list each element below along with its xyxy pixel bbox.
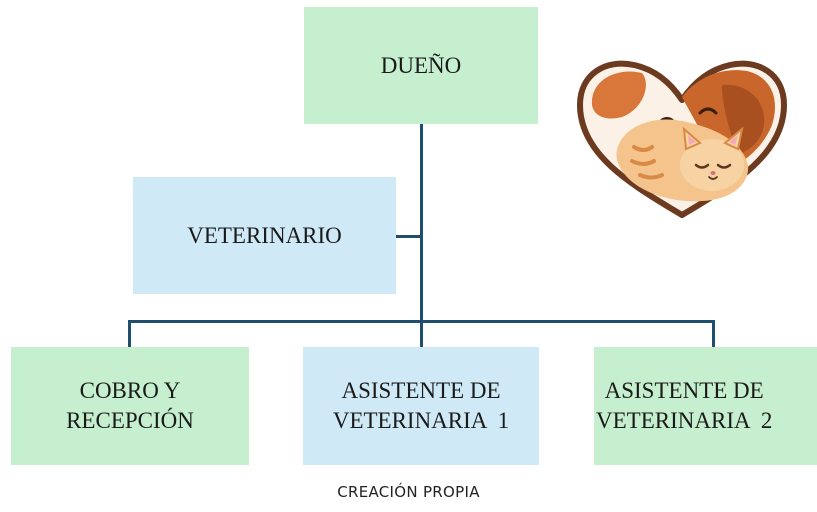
- connector-drop-cobro: [128, 320, 131, 347]
- asistente-2-box: ASISTENTE DE VETERINARIA 2: [594, 347, 817, 465]
- asistente-2-label-line1: ASISTENTE DE: [604, 378, 764, 403]
- owner-box: DUEÑO: [304, 7, 538, 124]
- asistente-1-label-line1: ASISTENTE DE: [341, 378, 501, 403]
- heart-dog-cat-icon: [577, 60, 787, 218]
- asistente-2-label-line2: VETERINARIA 2: [596, 408, 773, 433]
- cobro-label-line2: RECEPCIÓN: [66, 408, 194, 433]
- caption: CREACIÓN PROPIA: [337, 483, 480, 501]
- asistente-1-box: ASISTENTE DE VETERINARIA 1: [303, 347, 539, 465]
- connector-vet-branch: [396, 235, 422, 238]
- connector-drop-asistente-1: [420, 320, 423, 347]
- connector-drop-asistente-2: [712, 320, 715, 347]
- veterinarian-label: VETERINARIO: [187, 222, 342, 248]
- connector-owner-trunk: [420, 124, 423, 322]
- cobro-label-line1: COBRO Y: [79, 378, 181, 403]
- owner-label: DUEÑO: [380, 52, 462, 78]
- asistente-1-label-line2: VETERINARIA 1: [332, 408, 510, 433]
- cobro-recepcion-box: COBRO Y RECEPCIÓN: [11, 347, 249, 465]
- veterinarian-box: VETERINARIO: [133, 177, 396, 294]
